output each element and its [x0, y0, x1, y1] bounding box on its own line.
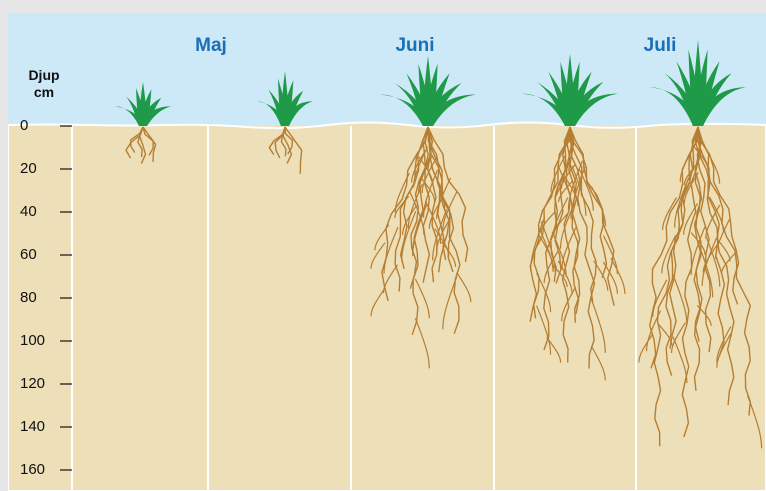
axis-title-depth: Djup [24, 67, 64, 84]
ground-line [8, 123, 766, 491]
tick-label-40: 40 [20, 204, 54, 220]
root-depth-diagram: Maj Juni Juli Djup cm 0 20 40 60 80 100 … [8, 13, 766, 491]
tick-label-0: 0 [20, 118, 54, 134]
tick-label-80: 80 [20, 290, 54, 306]
sky-band [8, 13, 766, 126]
axis-title-unit: cm [24, 84, 64, 101]
tick-label-20: 20 [20, 161, 54, 177]
tick-label-140: 140 [20, 419, 54, 435]
tick-label-100: 100 [20, 333, 54, 349]
tick-label-120: 120 [20, 376, 54, 392]
month-label-maj: Maj [195, 35, 227, 57]
month-label-juli: Juli [644, 35, 677, 57]
diagram-canvas [8, 13, 766, 491]
month-label-juni: Juni [395, 35, 434, 57]
tick-label-60: 60 [20, 247, 54, 263]
tick-label-160: 160 [20, 462, 54, 478]
